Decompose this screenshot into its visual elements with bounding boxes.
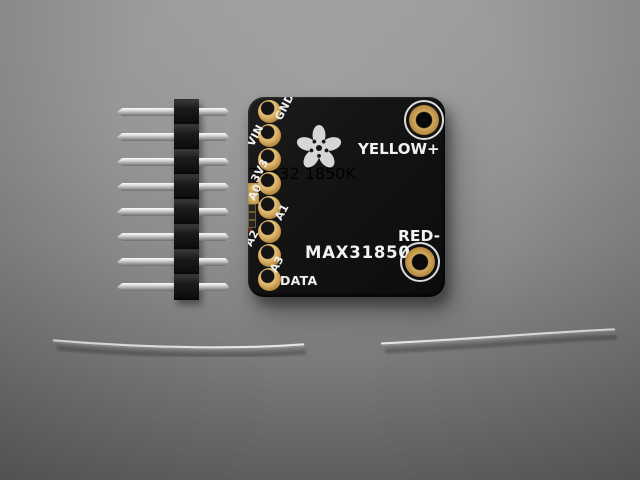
mounting-hole-top-right (404, 100, 444, 140)
header-pin-right (199, 208, 229, 216)
pin-label-data: DATA (280, 273, 318, 288)
pin-row (117, 149, 229, 175)
header-plastic-block (174, 249, 199, 275)
header-pin-left (117, 183, 175, 191)
mounting-hole-ring (405, 247, 435, 277)
pin-row (117, 274, 229, 300)
header-plastic-block (174, 274, 199, 300)
via (248, 204, 256, 212)
pth-pad-a3 (258, 244, 281, 267)
header-pin-right (199, 258, 229, 266)
pin-row (117, 174, 229, 200)
header-plastic-block (174, 174, 199, 200)
pin-label-gnd: GND (272, 97, 298, 123)
header-pin-right (199, 133, 229, 141)
pin-row (117, 99, 229, 125)
header-pin-right (199, 233, 229, 241)
thermocouple-negative-label: RED- (398, 227, 441, 245)
pth-pad-a1 (258, 196, 281, 219)
via (248, 220, 256, 228)
pth-pad-a2 (258, 220, 281, 243)
header-pin-left (117, 133, 175, 141)
pth-pad-data (258, 268, 281, 291)
header-plastic-block (174, 124, 199, 150)
header-plastic-block (174, 149, 199, 175)
red-via (248, 228, 252, 232)
gold-via (248, 183, 258, 193)
pth-pad-3v3 (258, 148, 281, 171)
header-pin-right (199, 158, 229, 166)
header-pin-left (117, 158, 175, 166)
header-pin-right (199, 283, 229, 291)
pin-row (117, 124, 229, 150)
header-plastic-block (174, 224, 199, 250)
header-pin-right (199, 108, 229, 116)
pth-pad-vin (258, 124, 281, 147)
header-pin-left (117, 258, 175, 266)
pin-row (117, 249, 229, 275)
pth-pad-a0 (258, 172, 281, 195)
header-plastic-block (174, 199, 199, 225)
chip-marking: 1850K (304, 164, 356, 183)
header-plastic-block (174, 99, 199, 125)
via (248, 212, 256, 220)
header-pin-left (117, 283, 175, 291)
mounting-hole-bottom-right (400, 242, 440, 282)
pth-pad-gnd (258, 100, 281, 123)
pin-row (117, 224, 229, 250)
header-pin-left (117, 108, 175, 116)
pin-row (117, 199, 229, 225)
breakout-board: GND VIN 3V3 A0 A1 A2 A3 DATA (248, 97, 445, 297)
header-pin-left (117, 233, 175, 241)
header-pin-right (199, 183, 229, 191)
adafruit-flower-icon (296, 125, 342, 168)
board-title: MAX31850 (305, 243, 411, 262)
mounting-hole-ring (409, 105, 439, 135)
gold-via (248, 193, 259, 204)
header-pin-left (117, 208, 175, 216)
thermocouple-positive-label: YELLOW+ (358, 140, 440, 158)
